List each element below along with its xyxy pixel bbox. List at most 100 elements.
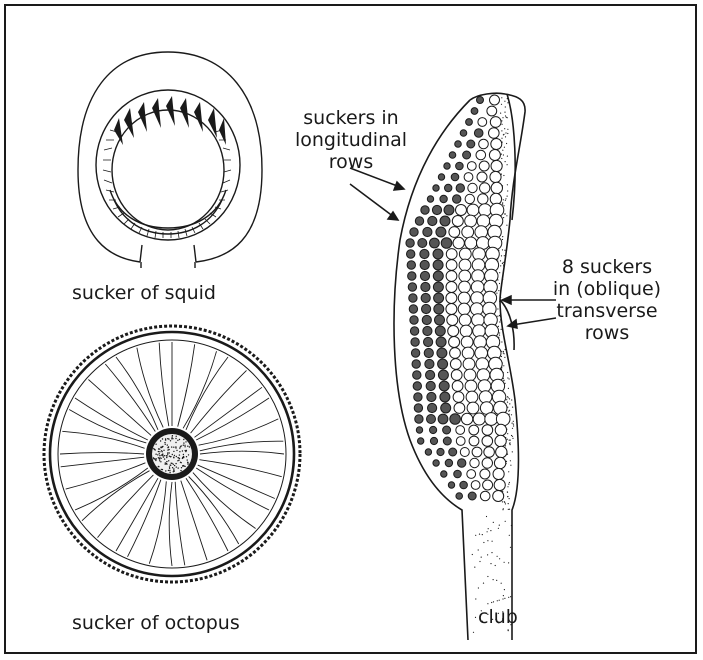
stipple-dot — [511, 399, 512, 400]
club-sucker — [430, 238, 440, 248]
stipple-dot — [507, 129, 508, 130]
club-sucker — [458, 303, 470, 315]
club-sucker — [456, 437, 465, 446]
stipple-dot — [504, 353, 505, 354]
club-sucker — [428, 216, 437, 225]
stipple-dot — [176, 466, 177, 467]
club-sucker — [494, 479, 505, 490]
stipple-dot — [168, 460, 169, 461]
club-sucker — [433, 282, 443, 292]
club-sucker — [450, 348, 461, 359]
stipple-dot — [501, 104, 502, 105]
club-sucker — [433, 260, 443, 270]
club-sucker — [441, 403, 451, 413]
club-sucker — [445, 184, 452, 191]
stipple-dot — [502, 598, 503, 599]
stipple-dot — [183, 439, 184, 440]
club-sucker — [430, 426, 437, 433]
stipple-dot — [170, 440, 171, 441]
stipple-dot — [502, 236, 503, 237]
stipple-dot — [505, 521, 506, 522]
stipple-dot — [512, 436, 513, 437]
octopus-ray — [62, 431, 144, 448]
label-longitudinal-rows: suckers in longitudinal rows — [271, 107, 431, 173]
stipple-dot — [504, 502, 505, 503]
club-sucker — [465, 215, 477, 227]
stipple-dot — [507, 396, 508, 397]
octopus-ray — [175, 482, 185, 566]
stipple-dot — [173, 464, 174, 465]
stipple-dot — [157, 454, 158, 455]
stipple-dot — [179, 451, 180, 452]
stipple-dot — [508, 597, 509, 598]
stipple-dot — [507, 372, 508, 373]
stipple-dot — [182, 465, 183, 466]
stipple-dot — [179, 458, 180, 459]
club-sucker — [426, 370, 435, 379]
club-sucker — [464, 173, 473, 182]
stipple-dot — [487, 603, 488, 604]
stipple-dot — [165, 462, 166, 463]
club-sucker — [449, 227, 460, 238]
stipple-dot — [496, 580, 497, 581]
stipple-dot — [160, 447, 161, 448]
stipple-dot — [162, 451, 163, 452]
club-sucker — [460, 130, 467, 137]
stipple-dot — [184, 446, 185, 447]
label-line: longitudinal — [271, 129, 431, 151]
stipple-dot — [503, 365, 504, 366]
label-line: in (oblique) — [527, 278, 687, 300]
stipple-dot — [503, 217, 504, 218]
club-sucker — [484, 447, 495, 458]
stipple-dot — [161, 469, 162, 470]
club-sucker — [438, 174, 444, 180]
stipple-dot — [163, 456, 164, 457]
stipple-dot — [155, 444, 156, 445]
club-sucker — [482, 425, 493, 436]
stipple-dot — [505, 136, 506, 137]
club-sucker — [461, 413, 472, 424]
stipple-dot — [499, 272, 500, 273]
stipple-dot — [173, 451, 174, 452]
club-sucker — [423, 326, 432, 335]
club-sucker — [479, 139, 489, 149]
octopus-ray — [82, 471, 150, 521]
stipple-dot — [187, 462, 188, 463]
stipple-dot — [506, 117, 507, 118]
stipple-dot — [159, 451, 160, 452]
stipple-dot — [183, 445, 184, 446]
club-sucker — [446, 304, 457, 315]
stipple-dot — [481, 557, 482, 558]
club-sucker — [458, 459, 466, 467]
octopus-ray — [159, 343, 169, 427]
stipple-dot — [165, 464, 166, 465]
stipple-dot — [171, 446, 172, 447]
club-sucker — [493, 468, 504, 479]
stipple-dot — [510, 465, 511, 466]
stipple-dot — [508, 484, 509, 485]
stipple-dot — [153, 448, 154, 449]
label-line: rows — [527, 322, 687, 344]
octopus-ray — [66, 463, 146, 489]
stipple-dot — [155, 454, 156, 455]
stipple-dot — [508, 388, 509, 389]
stipple-dot — [164, 458, 165, 459]
club-sucker — [443, 426, 451, 434]
stipple-dot — [171, 463, 172, 464]
stipple-dot — [475, 535, 476, 536]
stipple-dot — [160, 461, 161, 462]
stipple-dot — [175, 463, 176, 464]
stipple-dot — [508, 562, 509, 563]
stipple-dot — [508, 397, 509, 398]
club-sucker — [464, 369, 476, 381]
club-sucker — [414, 393, 422, 401]
octopus-ray — [198, 465, 275, 498]
stipple-dot — [167, 452, 168, 453]
octopus-ray — [116, 357, 158, 430]
stipple-dot — [504, 357, 505, 358]
stipple-dot — [506, 215, 507, 216]
stipple-dot — [169, 470, 170, 471]
club-sucker — [449, 448, 457, 456]
club-sucker — [433, 271, 443, 281]
stipple-dot — [186, 450, 187, 451]
